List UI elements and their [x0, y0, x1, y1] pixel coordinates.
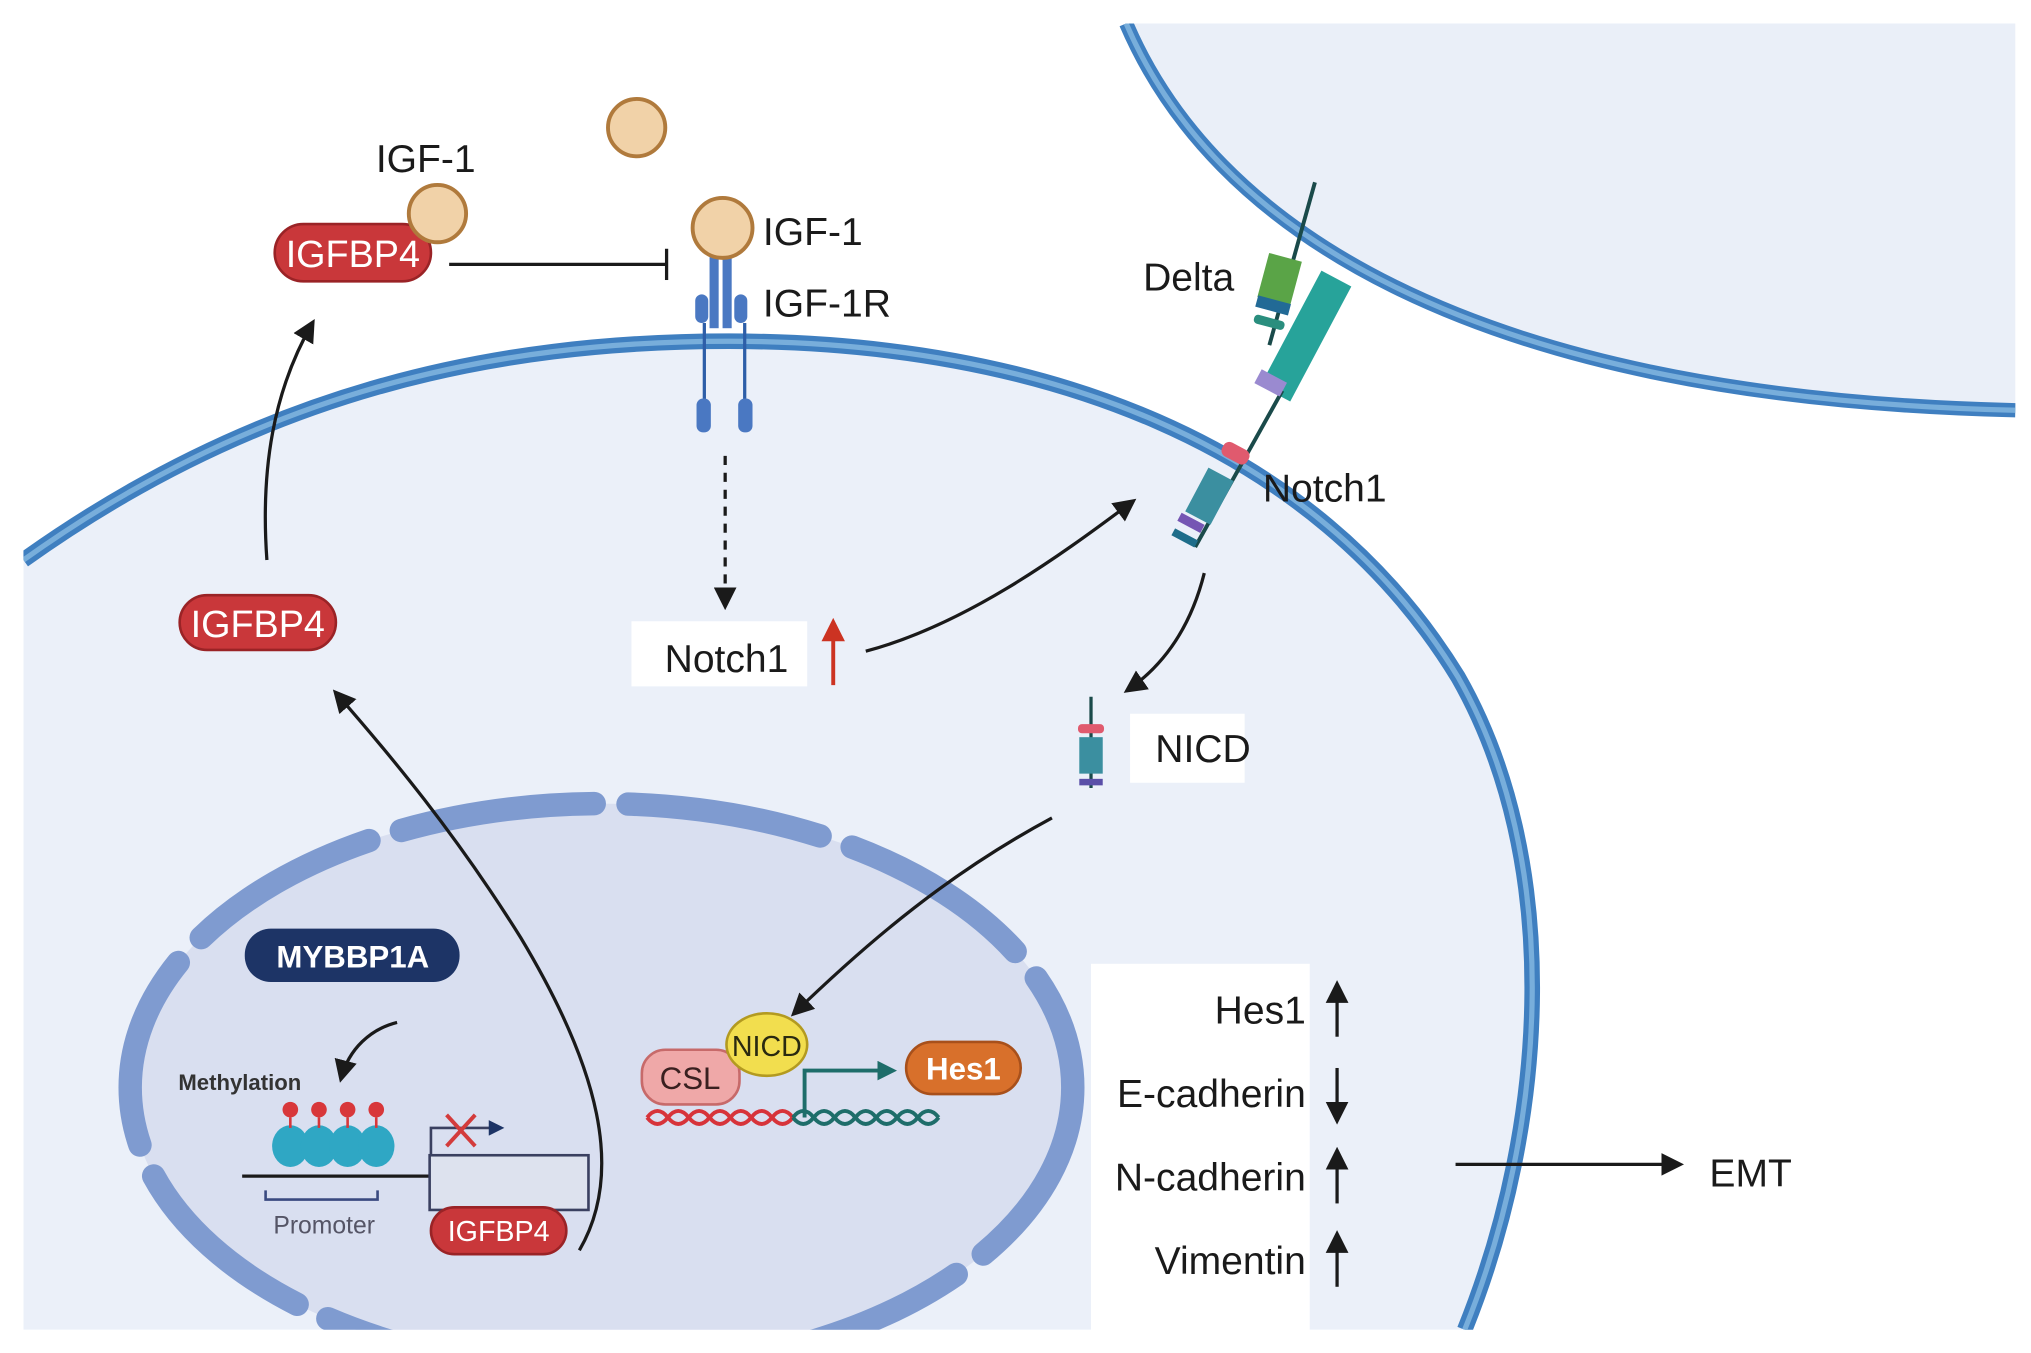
- arrow-nicd-to-nucleus: [790, 816, 1053, 1017]
- nicd-nuclear-label: NICD: [732, 1031, 802, 1063]
- igf1-receptor-ligand: [690, 196, 755, 260]
- csl-label: CSL: [660, 1061, 721, 1096]
- igf1-free-label: IGF-1: [376, 138, 476, 181]
- hes1-nuclear-label: Hes1: [926, 1052, 1001, 1087]
- notch1-cytoplasm-label: Notch1: [665, 638, 789, 681]
- nuclear-envelope: [118, 791, 1085, 1330]
- delta-ligand: [1253, 252, 1302, 330]
- nicd-cytoplasm-label: NICD: [1155, 728, 1250, 771]
- igfbp4-pill-extracellular: [273, 222, 433, 283]
- nicd-nuclear-protein: [725, 1011, 809, 1078]
- nicd-label-box: [1130, 713, 1245, 783]
- igf1-free-ligand: [606, 97, 668, 159]
- delta-notch-complex: [1171, 181, 1352, 548]
- arrow-notch1-to-nicd: [1123, 572, 1206, 693]
- nucleosome: [272, 1101, 309, 1167]
- hes1-transcription-arrow: [802, 1060, 898, 1118]
- igfbp4-pill-cytoplasm: [178, 593, 338, 652]
- csl-protein: [640, 1048, 741, 1106]
- hes1-protein: [904, 1040, 1023, 1096]
- igfbp4-gene-pill: [429, 1206, 568, 1256]
- neighbor-cell: [1119, 23, 2016, 418]
- arrow-mybbp1a-methylation: [334, 1020, 398, 1083]
- arrow-igfbp4-secretion: [263, 319, 315, 561]
- emt-label: EMT: [1709, 1152, 1791, 1195]
- marker-label: Vimentin: [1155, 1240, 1306, 1283]
- marker-label: E-cadherin: [1117, 1073, 1306, 1116]
- methylated-nucleosomes: [272, 1101, 395, 1167]
- promoter-bracket: [264, 1190, 379, 1201]
- delta-label: Delta: [1143, 256, 1234, 299]
- marker-label: Hes1: [1215, 990, 1306, 1033]
- nucleosome: [358, 1101, 395, 1167]
- notch1-receptor: [1171, 270, 1352, 548]
- mybbp1a-label: MYBBP1A: [276, 940, 429, 975]
- igf1r-receptor: [690, 196, 755, 433]
- igf1-bound-ligand: [406, 182, 469, 245]
- blocked-transcription-arrow: [429, 1120, 505, 1156]
- igfbp4-igf1-complex: IGFBP4 IGF-1: [273, 138, 476, 283]
- marker-label: N-cadherin: [1115, 1156, 1306, 1199]
- igf1r-label: IGF-1R: [763, 282, 891, 325]
- promoter-label: Promoter: [273, 1212, 375, 1239]
- blocked-x-icon: [445, 1113, 477, 1148]
- arrow-igfbp4-gene-to-protein: [332, 689, 604, 1252]
- igfbp4-cytoplasm-label: IGFBP4: [191, 604, 325, 646]
- nucleosome: [329, 1101, 366, 1167]
- igfbp4-gene-label: IGFBP4: [448, 1216, 550, 1248]
- mybbp1a-pill: [244, 928, 460, 983]
- notch1-label-box: [631, 621, 808, 687]
- methylation-label: Methylation: [178, 1070, 301, 1095]
- nicd-cytoplasm-icon: [1077, 696, 1105, 788]
- marker-panel: [1091, 963, 1310, 1332]
- arrow-notch1-to-membrane: [865, 498, 1137, 653]
- notch1-membrane-label: Notch1: [1263, 467, 1387, 510]
- nucleosome: [300, 1101, 338, 1167]
- igf1-receptor-ligand-label: IGF-1: [763, 211, 863, 254]
- dna-helix: [645, 1109, 941, 1126]
- igfbp4-extracellular-label: IGFBP4: [286, 234, 420, 276]
- igfbp4-gene-box: [428, 1153, 590, 1212]
- inhibition-arrow: [449, 248, 669, 281]
